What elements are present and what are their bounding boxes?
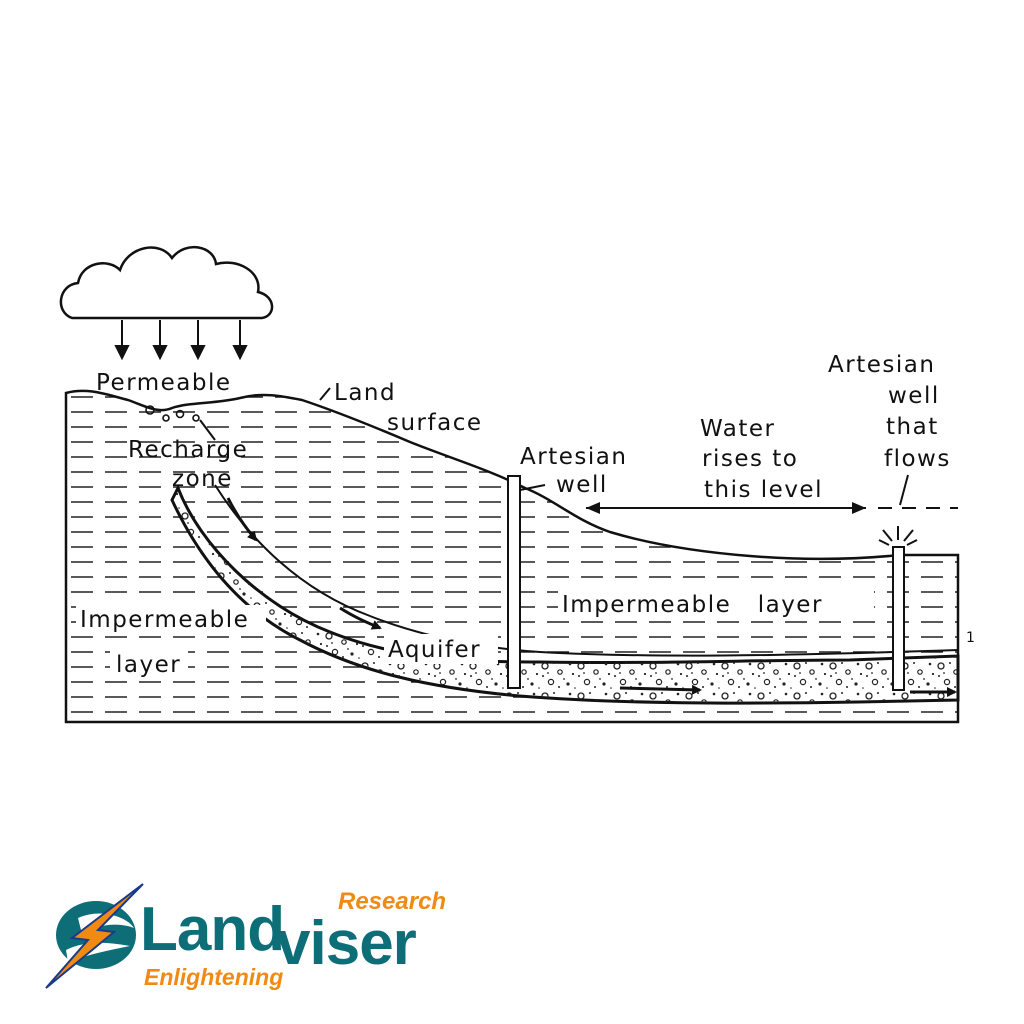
label-flowing-well-3: that	[886, 414, 939, 440]
label-recharge: Recharge	[128, 437, 248, 463]
recharge-pebbles	[145, 405, 200, 422]
label-water-2: rises to	[702, 446, 798, 472]
label-artesian-well-2: well	[556, 472, 608, 498]
logo-emblem-icon	[45, 883, 144, 989]
artesian-well-pipe	[507, 475, 521, 689]
rain-arrows	[114, 320, 248, 361]
label-surface: surface	[387, 410, 483, 436]
label-aquifer: Aquifer	[388, 637, 481, 663]
land-surface-line	[64, 389, 960, 724]
logo-land: Land	[140, 895, 285, 964]
landviser-logo: Land viser Research Enlightening	[38, 880, 458, 1000]
label-artesian-well-1: Artesian	[520, 444, 627, 470]
label-land: Land	[334, 380, 396, 406]
label-water-3: this level	[704, 477, 823, 503]
label-layer-left: layer	[116, 652, 181, 678]
label-flowing-well-1: Artesian	[828, 352, 935, 378]
flow-arrows	[226, 497, 957, 697]
stray-mark: 1	[966, 630, 976, 646]
flowing-well-pipe	[892, 546, 905, 691]
logo-viser: viser	[276, 909, 417, 978]
label-flowing-well-2: well	[888, 383, 940, 409]
label-permeable: Permeable	[96, 370, 232, 396]
water-spray-icon	[878, 526, 918, 546]
logo-enlightening: Enlightening	[144, 964, 284, 990]
logo-research: Research	[338, 888, 447, 915]
cloud-icon	[59, 245, 274, 320]
label-impermeable-left: Impermeable	[80, 607, 249, 633]
label-flowing-well-4: flows	[884, 446, 951, 472]
label-water-1: Water	[700, 416, 776, 442]
label-impermeable-right: Impermeable layer	[562, 592, 823, 618]
label-zone: zone	[172, 466, 233, 492]
